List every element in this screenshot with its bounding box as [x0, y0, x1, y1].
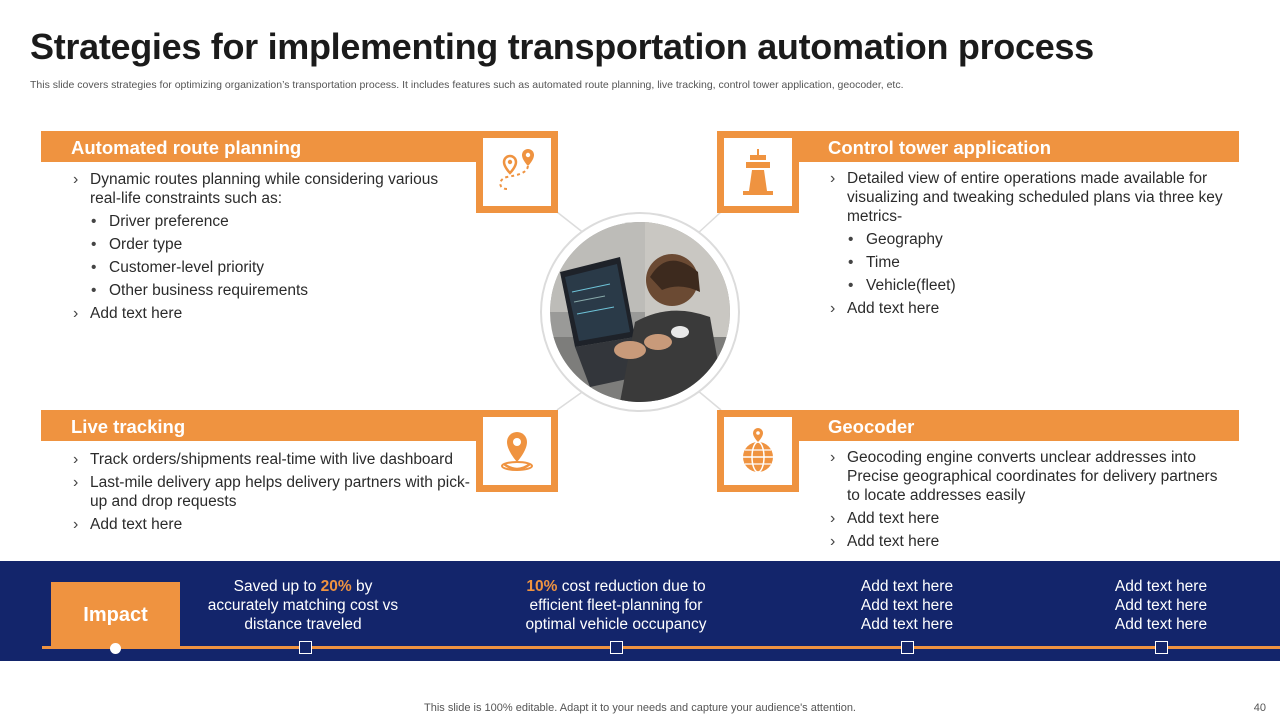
impact-col-2-post: cost reduction due to efficient fleet-pl…	[525, 578, 707, 633]
route-planning-header-bar: Automated route planning	[41, 131, 481, 162]
geocoder-icon-box	[717, 410, 799, 492]
live-tracking-icon-box	[476, 410, 558, 492]
timeline-marker	[610, 641, 623, 654]
timeline-start-dot	[110, 643, 121, 654]
globe-pin-icon	[743, 428, 773, 473]
sub-list-item: Order type	[71, 235, 461, 254]
live-tracking-content: Track orders/shipments real-time with li…	[71, 450, 471, 538]
impact-label: Impact	[51, 582, 180, 648]
list-item: Detailed view of entire operations made …	[828, 169, 1233, 226]
control-tower-content: Detailed view of entire operations made …	[828, 169, 1233, 322]
geocoder-heading: Geocoder	[828, 416, 915, 437]
timeline-marker	[901, 641, 914, 654]
impact-col-1-pre: Saved up to	[233, 578, 321, 595]
control-tower-heading: Control tower application	[828, 137, 1052, 158]
sub-list-item: Driver preference	[71, 212, 461, 231]
list-item: Track orders/shipments real-time with li…	[71, 450, 471, 469]
sub-list-item: Customer-level priority	[71, 258, 461, 277]
impact-col-2-highlight: 10%	[526, 578, 558, 595]
slide-subtitle: This slide covers strategies for optimiz…	[30, 79, 904, 91]
control-tower-icon-box	[717, 131, 799, 213]
list-item: Geocoding engine converts unclear addres…	[828, 448, 1233, 505]
route-pins-icon	[499, 149, 534, 190]
list-item: Add text here	[71, 304, 461, 323]
person-laptop-photo	[550, 222, 730, 402]
sub-list-item: Time	[828, 253, 1233, 272]
impact-timeline	[42, 646, 1280, 649]
slide-title: Strategies for implementing transportati…	[30, 26, 1094, 67]
route-planning-heading: Automated route planning	[71, 137, 302, 158]
page-number: 40	[1253, 702, 1266, 714]
timeline-marker	[299, 641, 312, 654]
footer-note: This slide is 100% editable. Adapt it to…	[424, 702, 856, 714]
control-tower-header-bar: Control tower application	[797, 131, 1239, 162]
sub-list-item: Other business requirements	[71, 281, 461, 300]
impact-band	[0, 561, 1280, 661]
control-tower-icon	[743, 149, 773, 195]
impact-col-1-post: by accurately matching cost vs distance …	[207, 578, 399, 633]
impact-col-4-line: Add text here	[1114, 597, 1208, 614]
list-item: Dynamic routes planning while considerin…	[71, 170, 461, 208]
sub-list-item: Vehicle(fleet)	[828, 276, 1233, 295]
live-tracking-heading: Live tracking	[71, 416, 186, 437]
route-planning-icon-box	[476, 131, 558, 213]
impact-col-2: 10% cost reduction due to efficient flee…	[511, 577, 721, 634]
impact-col-3: Add text here Add text here Add text her…	[802, 577, 1012, 634]
list-item: Add text here	[828, 299, 1233, 318]
list-item: Add text here	[828, 532, 1233, 551]
live-tracking-header-bar: Live tracking	[41, 410, 481, 441]
timeline-marker	[1155, 641, 1168, 654]
list-item: Last-mile delivery app helps delivery pa…	[71, 473, 471, 511]
list-item: Add text here	[828, 509, 1233, 528]
impact-col-3-line: Add text here	[860, 597, 954, 614]
sub-list-item: Geography	[828, 230, 1233, 249]
route-planning-content: Dynamic routes planning while considerin…	[71, 170, 461, 327]
geocoder-content: Geocoding engine converts unclear addres…	[828, 448, 1233, 555]
location-pin-icon	[501, 432, 533, 471]
impact-col-3-line: Add text here	[860, 578, 954, 595]
geocoder-header-bar: Geocoder	[797, 410, 1239, 441]
list-item: Add text here	[71, 515, 471, 534]
impact-col-4: Add text here Add text here Add text her…	[1056, 577, 1266, 634]
impact-col-4-line: Add text here	[1114, 616, 1208, 633]
impact-col-1-highlight: 20%	[320, 578, 352, 595]
impact-col-3-line: Add text here	[860, 616, 954, 633]
impact-col-4-line: Add text here	[1114, 578, 1208, 595]
impact-col-1: Saved up to 20% by accurately matching c…	[198, 577, 408, 634]
